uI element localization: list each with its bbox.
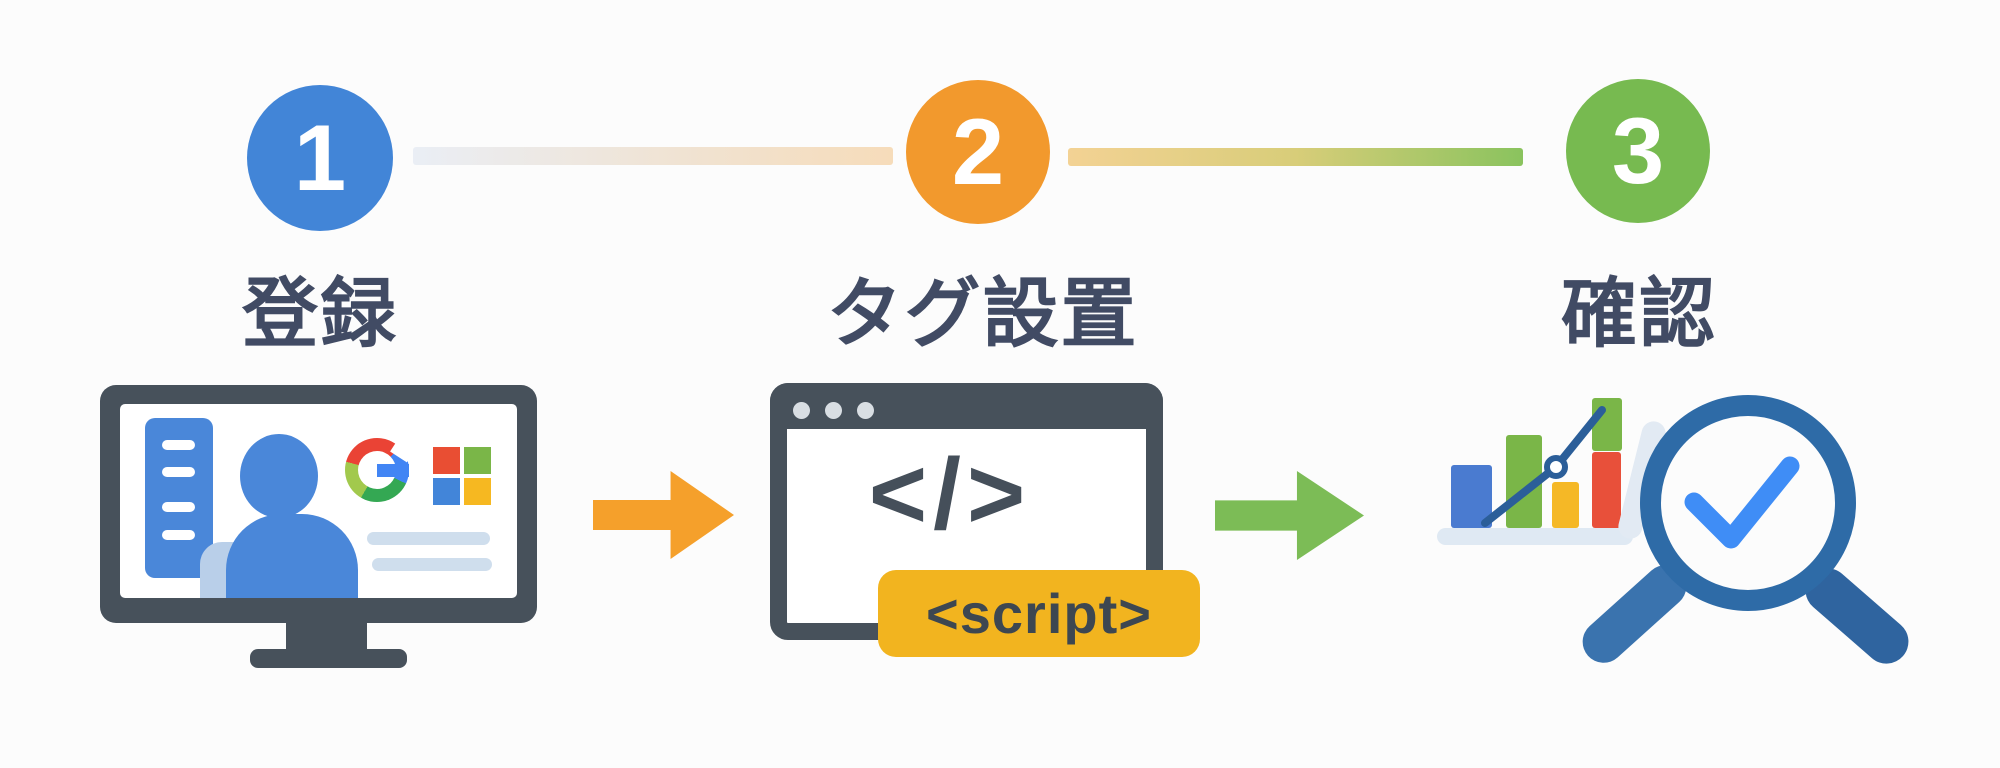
monitor-illustration: [100, 385, 537, 623]
step-3-badge: 3: [1566, 79, 1710, 223]
step-1-number: 1: [293, 105, 347, 210]
magnifier-icon: [1640, 395, 1856, 611]
step-2-number: 2: [951, 99, 1005, 204]
trend-node: [1544, 455, 1568, 479]
window-dot-icon: [825, 402, 842, 419]
trend-line: [1481, 406, 1606, 527]
monitor-stand-base: [250, 649, 407, 668]
code-icon: </>: [868, 438, 1032, 550]
chart-bar-red: [1592, 452, 1621, 528]
grid-square-yellow: [464, 478, 491, 505]
google-g-bar: [377, 464, 409, 477]
window-dot-icon: [793, 402, 810, 419]
grid-square-green: [464, 447, 491, 474]
form-line-icon: [162, 530, 195, 540]
grid-square-blue: [433, 478, 460, 505]
chart-bar-blue: [1451, 465, 1492, 528]
placeholder-text-line: [372, 558, 492, 571]
chart-bar-green: [1506, 435, 1542, 528]
signup-form-panel: [145, 418, 213, 578]
window-dot-icon: [857, 402, 874, 419]
form-line-icon: [162, 502, 195, 512]
monitor-stand-neck: [286, 621, 367, 652]
step-1-label: 登録: [242, 272, 398, 357]
step-2-badge: 2: [906, 80, 1050, 224]
arrow-right-icon-orange: [593, 471, 734, 559]
chart-bar-green-tall: [1592, 398, 1622, 451]
form-line-icon: [162, 467, 195, 477]
step-3-label: 確認: [1561, 272, 1717, 357]
step-3-number: 3: [1611, 98, 1665, 203]
grid-squares-icon: [433, 447, 491, 505]
user-silhouette-icon: [226, 514, 358, 598]
step-connector-1-2: [413, 147, 893, 165]
browser-titlebar: [770, 383, 1163, 429]
chart-base-platform: [1437, 528, 1633, 545]
google-g-icon: [345, 438, 414, 502]
script-tag-badge: <script>: [878, 570, 1200, 657]
monitor-screen: [120, 404, 517, 598]
step-1-badge: 1: [247, 85, 393, 231]
step-connector-2-3: [1068, 148, 1523, 166]
step-2-label: タグ設置: [826, 272, 1139, 357]
script-tag-text: <script>: [926, 582, 1152, 645]
form-line-icon: [162, 440, 195, 450]
grid-square-red: [433, 447, 460, 474]
arrow-right-icon-green: [1215, 471, 1364, 560]
placeholder-text-line: [367, 532, 490, 545]
user-silhouette-head: [240, 434, 318, 518]
chart-bar-yellow: [1552, 482, 1579, 528]
